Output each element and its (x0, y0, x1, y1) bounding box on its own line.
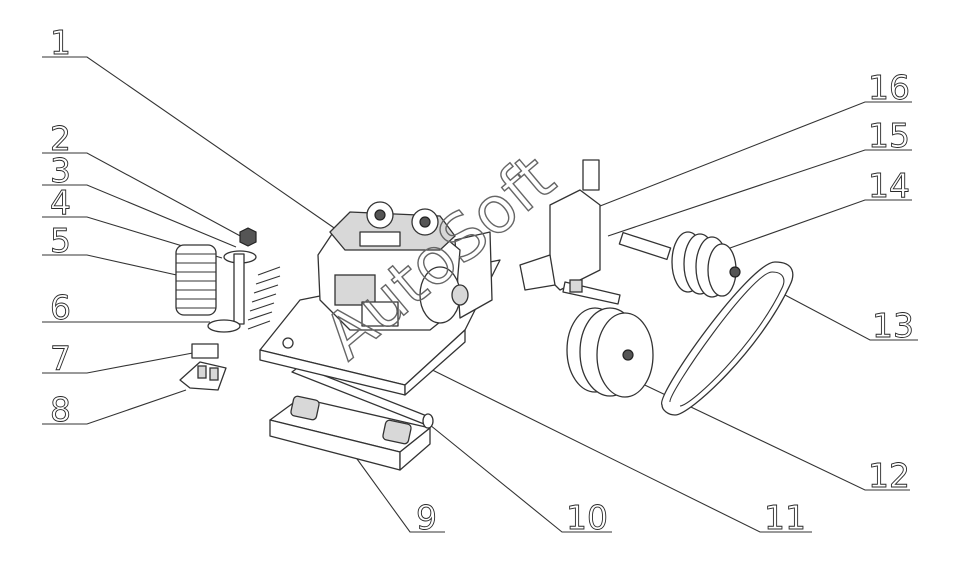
leader-line-15 (607, 149, 912, 237)
belt-drawing (661, 261, 794, 416)
callout-4: 4 (50, 183, 71, 222)
idler-pulley-drawing (618, 231, 741, 298)
callout-2: 2 (50, 119, 71, 158)
callout-10: 10 (566, 498, 608, 537)
callout-14: 14 (868, 166, 910, 205)
callout-15: 15 (868, 116, 910, 155)
callout-3: 3 (50, 151, 71, 190)
leader-line-2 (42, 152, 245, 239)
bolt-assembly-drawing (207, 227, 257, 333)
callout-9: 9 (416, 498, 437, 537)
leader-line-16 (594, 101, 912, 209)
callout-1: 1 (50, 23, 71, 62)
callout-12: 12 (868, 456, 910, 495)
spring-drawing (175, 244, 281, 330)
tensioner-drawing (519, 159, 621, 305)
callout-6: 6 (50, 288, 71, 327)
leader-line-5 (42, 254, 191, 279)
leader-line-4 (42, 216, 223, 259)
base-plate-drawing (269, 395, 431, 471)
callout-11: 11 (764, 498, 806, 537)
leader-line-14 (729, 199, 912, 249)
leader-line-7 (42, 351, 199, 374)
callout-16: 16 (868, 68, 910, 107)
leader-line-1 (42, 56, 341, 233)
callout-13: 13 (872, 306, 914, 345)
leader-line-10 (429, 424, 612, 533)
leader-line-11 (399, 353, 812, 533)
leader-line-12 (629, 377, 910, 491)
bracket-drawing (179, 343, 227, 391)
callout-8: 8 (50, 390, 71, 429)
compressor-drawing (317, 201, 469, 331)
clutch-pulley-drawing (566, 307, 654, 398)
callout-numbers: 1 2 3 4 5 6 7 8 9 10 11 12 13 14 15 16 (50, 23, 915, 538)
leader-lines (42, 56, 918, 533)
callout-7: 7 (50, 339, 71, 378)
leader-line-3 (42, 184, 237, 248)
leader-line-8 (42, 389, 187, 425)
leader-line-13 (784, 294, 918, 341)
leader-line-9 (351, 451, 445, 533)
callout-5: 5 (50, 221, 71, 260)
